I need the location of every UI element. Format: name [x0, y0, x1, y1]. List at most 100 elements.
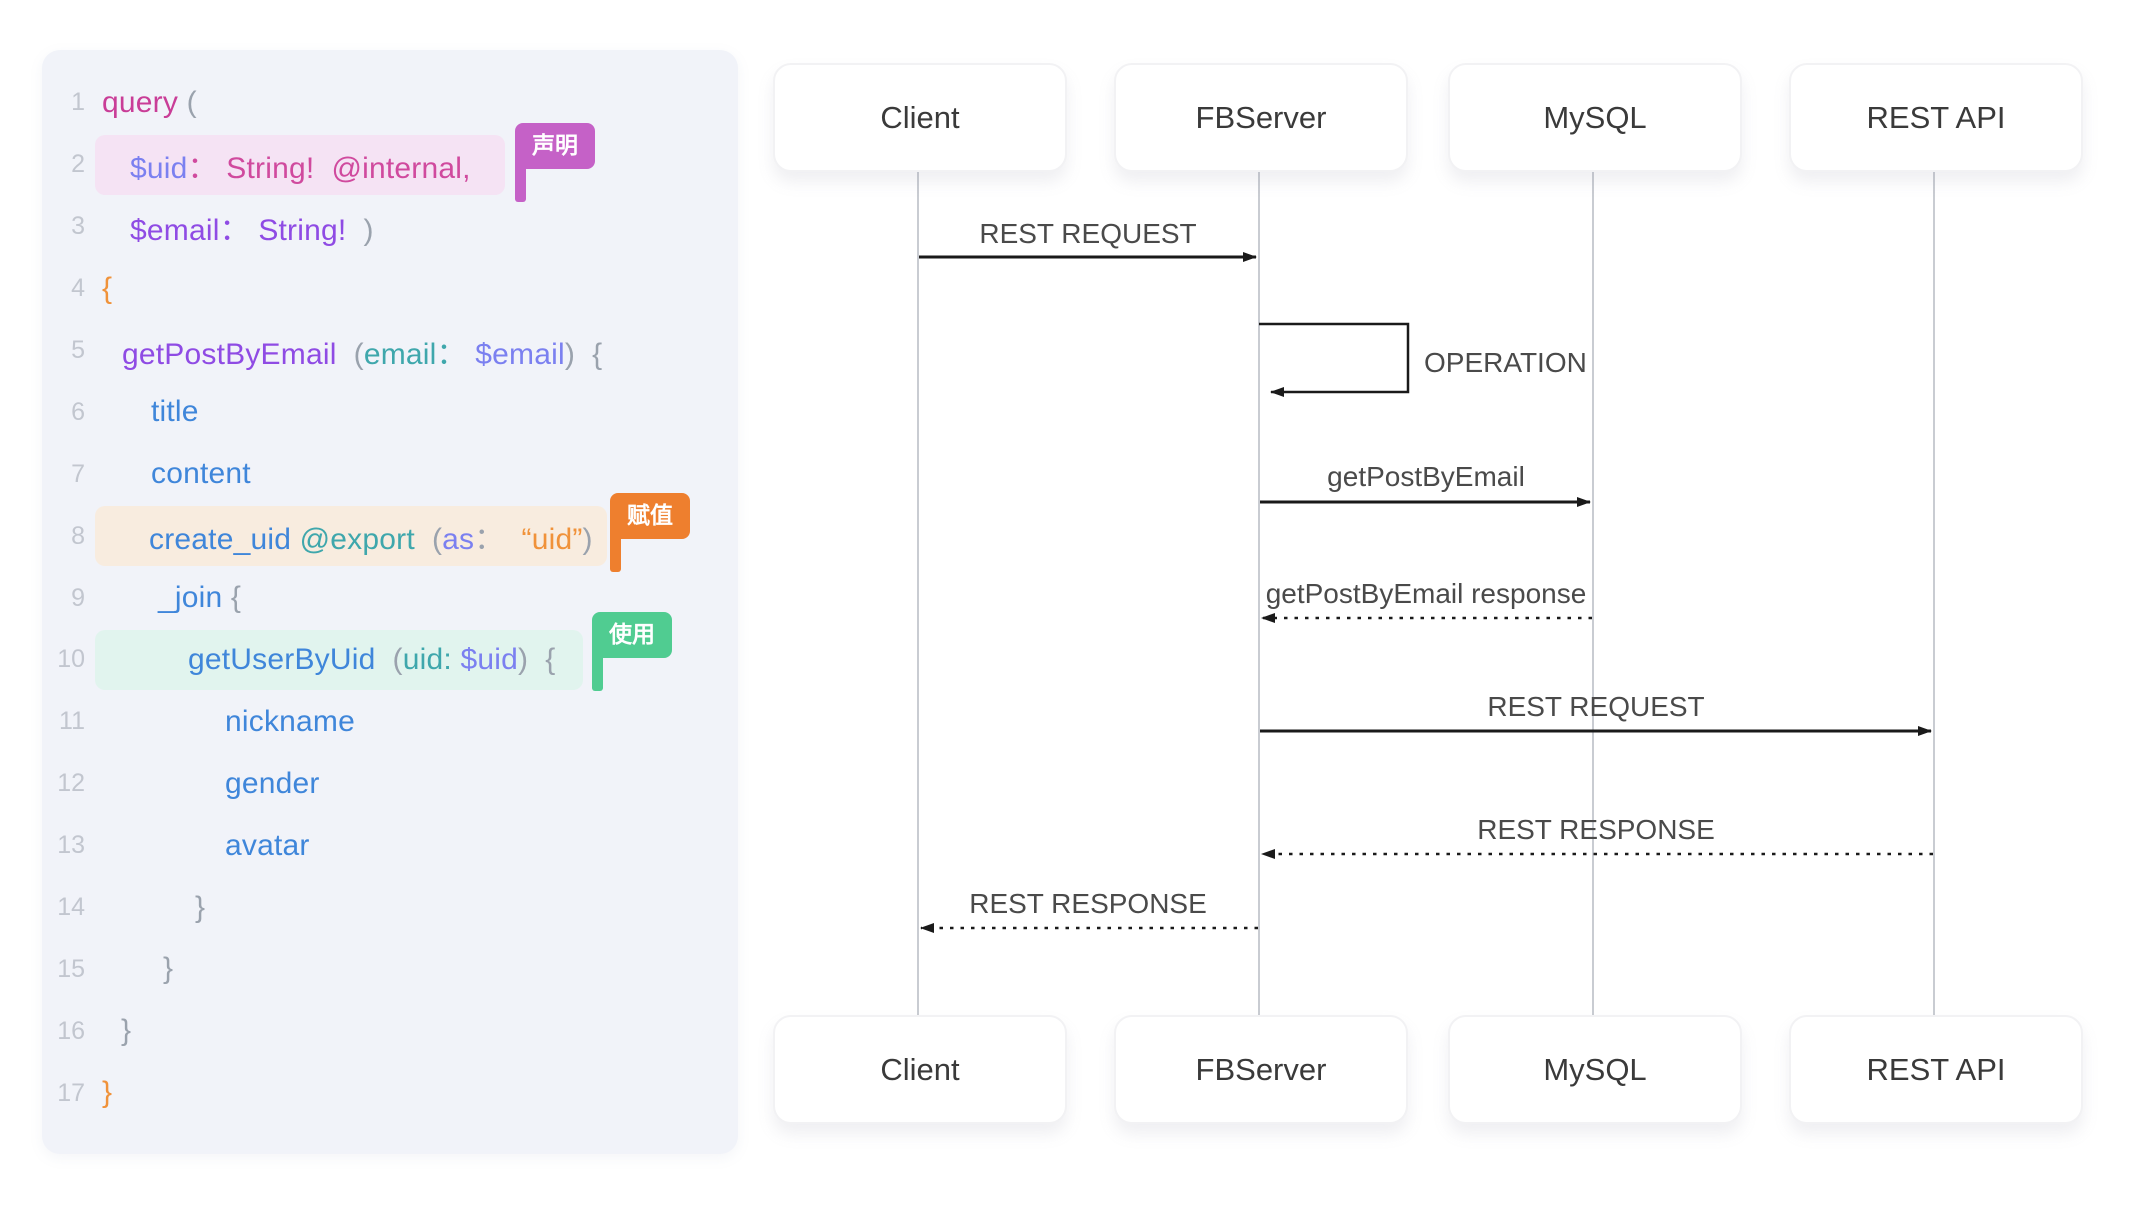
code-token: as [442, 523, 475, 557]
actor-client-bottom: Client [773, 1015, 1067, 1124]
message-label: getPostByEmail response [1266, 578, 1587, 609]
code-line: 16} [42, 1000, 738, 1062]
code-token: _join [158, 581, 223, 615]
line-number: 1 [71, 88, 85, 117]
code-token: { [528, 642, 556, 676]
code-line: 2 $uid： String! @internal, [42, 134, 738, 196]
usage-badge: 使用 [592, 612, 672, 691]
code-token: avatar [225, 828, 310, 862]
code-line: 8 create_uid @export (as： “uid”) [42, 505, 738, 567]
declaration-badge: 声明 [515, 123, 595, 202]
code-token: ) [582, 523, 593, 557]
code-text: content [102, 457, 251, 491]
code-line: 6 title [42, 381, 738, 443]
line-number: 12 [57, 769, 85, 798]
code-line: 5 getPostByEmail (email： $email) { [42, 320, 738, 382]
code-line: 1 query ( [42, 72, 738, 134]
code-text: } [102, 1076, 112, 1110]
actor-mysql-bottom: MySQL [1448, 1015, 1742, 1124]
code-token: ( [178, 85, 197, 119]
code-token: } [163, 952, 174, 986]
code-token: getUserByUid [188, 642, 376, 676]
code-line: 12 gender [42, 753, 738, 815]
code-token: @internal, [314, 151, 471, 185]
code-token: ) [564, 337, 576, 371]
line-number: 5 [71, 336, 85, 364]
code-line: 4{ [42, 258, 738, 320]
actor-client-top: Client [773, 63, 1067, 172]
message-label: REST RESPONSE [969, 888, 1207, 919]
code-text: } [102, 952, 173, 986]
code-token: getPostByEmail [122, 337, 337, 371]
message-label: REST REQUEST [979, 218, 1196, 249]
code-token: nickname [225, 704, 355, 738]
assignment-badge: 赋值 [610, 493, 690, 572]
line-number: 8 [71, 521, 85, 550]
line-number: 17 [57, 1078, 85, 1107]
code-line: 3 $email： String! ) [42, 196, 738, 258]
code-token: uid: [402, 642, 452, 676]
line-highlight [95, 134, 505, 195]
line-highlight [95, 506, 607, 567]
code-token: } [195, 890, 206, 924]
code-text: $uid： String! @internal, [102, 143, 471, 187]
line-number: 4 [71, 274, 85, 303]
code-line: 14} [42, 877, 738, 939]
line-number: 15 [57, 954, 85, 983]
code-token: @export [291, 523, 415, 557]
code-token: { [575, 337, 603, 371]
code-token: $email [466, 337, 565, 371]
code-token: } [121, 1014, 132, 1048]
code-token: title [151, 395, 199, 429]
code-text: } [102, 1014, 131, 1048]
line-number: 6 [71, 397, 85, 426]
code-text: { [102, 272, 112, 306]
code-token: “uid” [504, 523, 583, 557]
code-text: nickname [102, 705, 355, 739]
code-text: $email： String! ) [102, 205, 374, 249]
code-token: $email [130, 213, 220, 247]
code-token: ： [436, 337, 467, 371]
line-number: 9 [71, 583, 85, 612]
line-number: 16 [57, 1016, 85, 1045]
code-line: 15} [42, 938, 738, 1000]
actor-mysql-top: MySQL [1448, 63, 1742, 172]
code-token: ) [517, 642, 529, 676]
code-token: gender [225, 766, 320, 800]
code-text: avatar [102, 829, 310, 863]
code-text: gender [102, 767, 320, 801]
line-number: 3 [71, 212, 85, 241]
code-token: ( [336, 337, 364, 371]
message-label: OPERATION [1424, 347, 1587, 378]
code-token: $uid [130, 151, 188, 185]
actor-restapi-bottom: REST API [1789, 1015, 2083, 1124]
code-token: create_uid [149, 523, 292, 557]
actor-fbserver-top: FBServer [1114, 63, 1408, 172]
code-token: ( [375, 642, 403, 676]
code-text: getUserByUid (uid: $uid) { [102, 643, 555, 677]
line-number: 10 [57, 645, 85, 674]
message-label: getPostByEmail [1327, 461, 1525, 492]
code-token: ( [414, 523, 443, 557]
actor-fbserver-bottom: FBServer [1114, 1015, 1408, 1124]
code-line: 17} [42, 1062, 738, 1124]
line-number: 2 [71, 150, 85, 179]
code-token: String! [217, 151, 315, 185]
code-token: { [102, 271, 113, 305]
code-text: getPostByEmail (email： $email) { [102, 329, 602, 373]
code-token: content [151, 457, 251, 491]
code-token: ： [474, 523, 505, 557]
line-number: 7 [71, 459, 85, 488]
code-token: ： [187, 151, 218, 185]
code-text: query ( [102, 86, 197, 120]
code-text: _join { [102, 581, 241, 615]
code-token: ： [219, 213, 250, 247]
actor-restapi-top: REST API [1789, 63, 2083, 172]
code-token: $uid [451, 642, 518, 676]
code-token: ) [346, 213, 374, 247]
code-line: 7 content [42, 443, 738, 505]
code-text: create_uid @export (as： “uid”) [102, 514, 593, 558]
